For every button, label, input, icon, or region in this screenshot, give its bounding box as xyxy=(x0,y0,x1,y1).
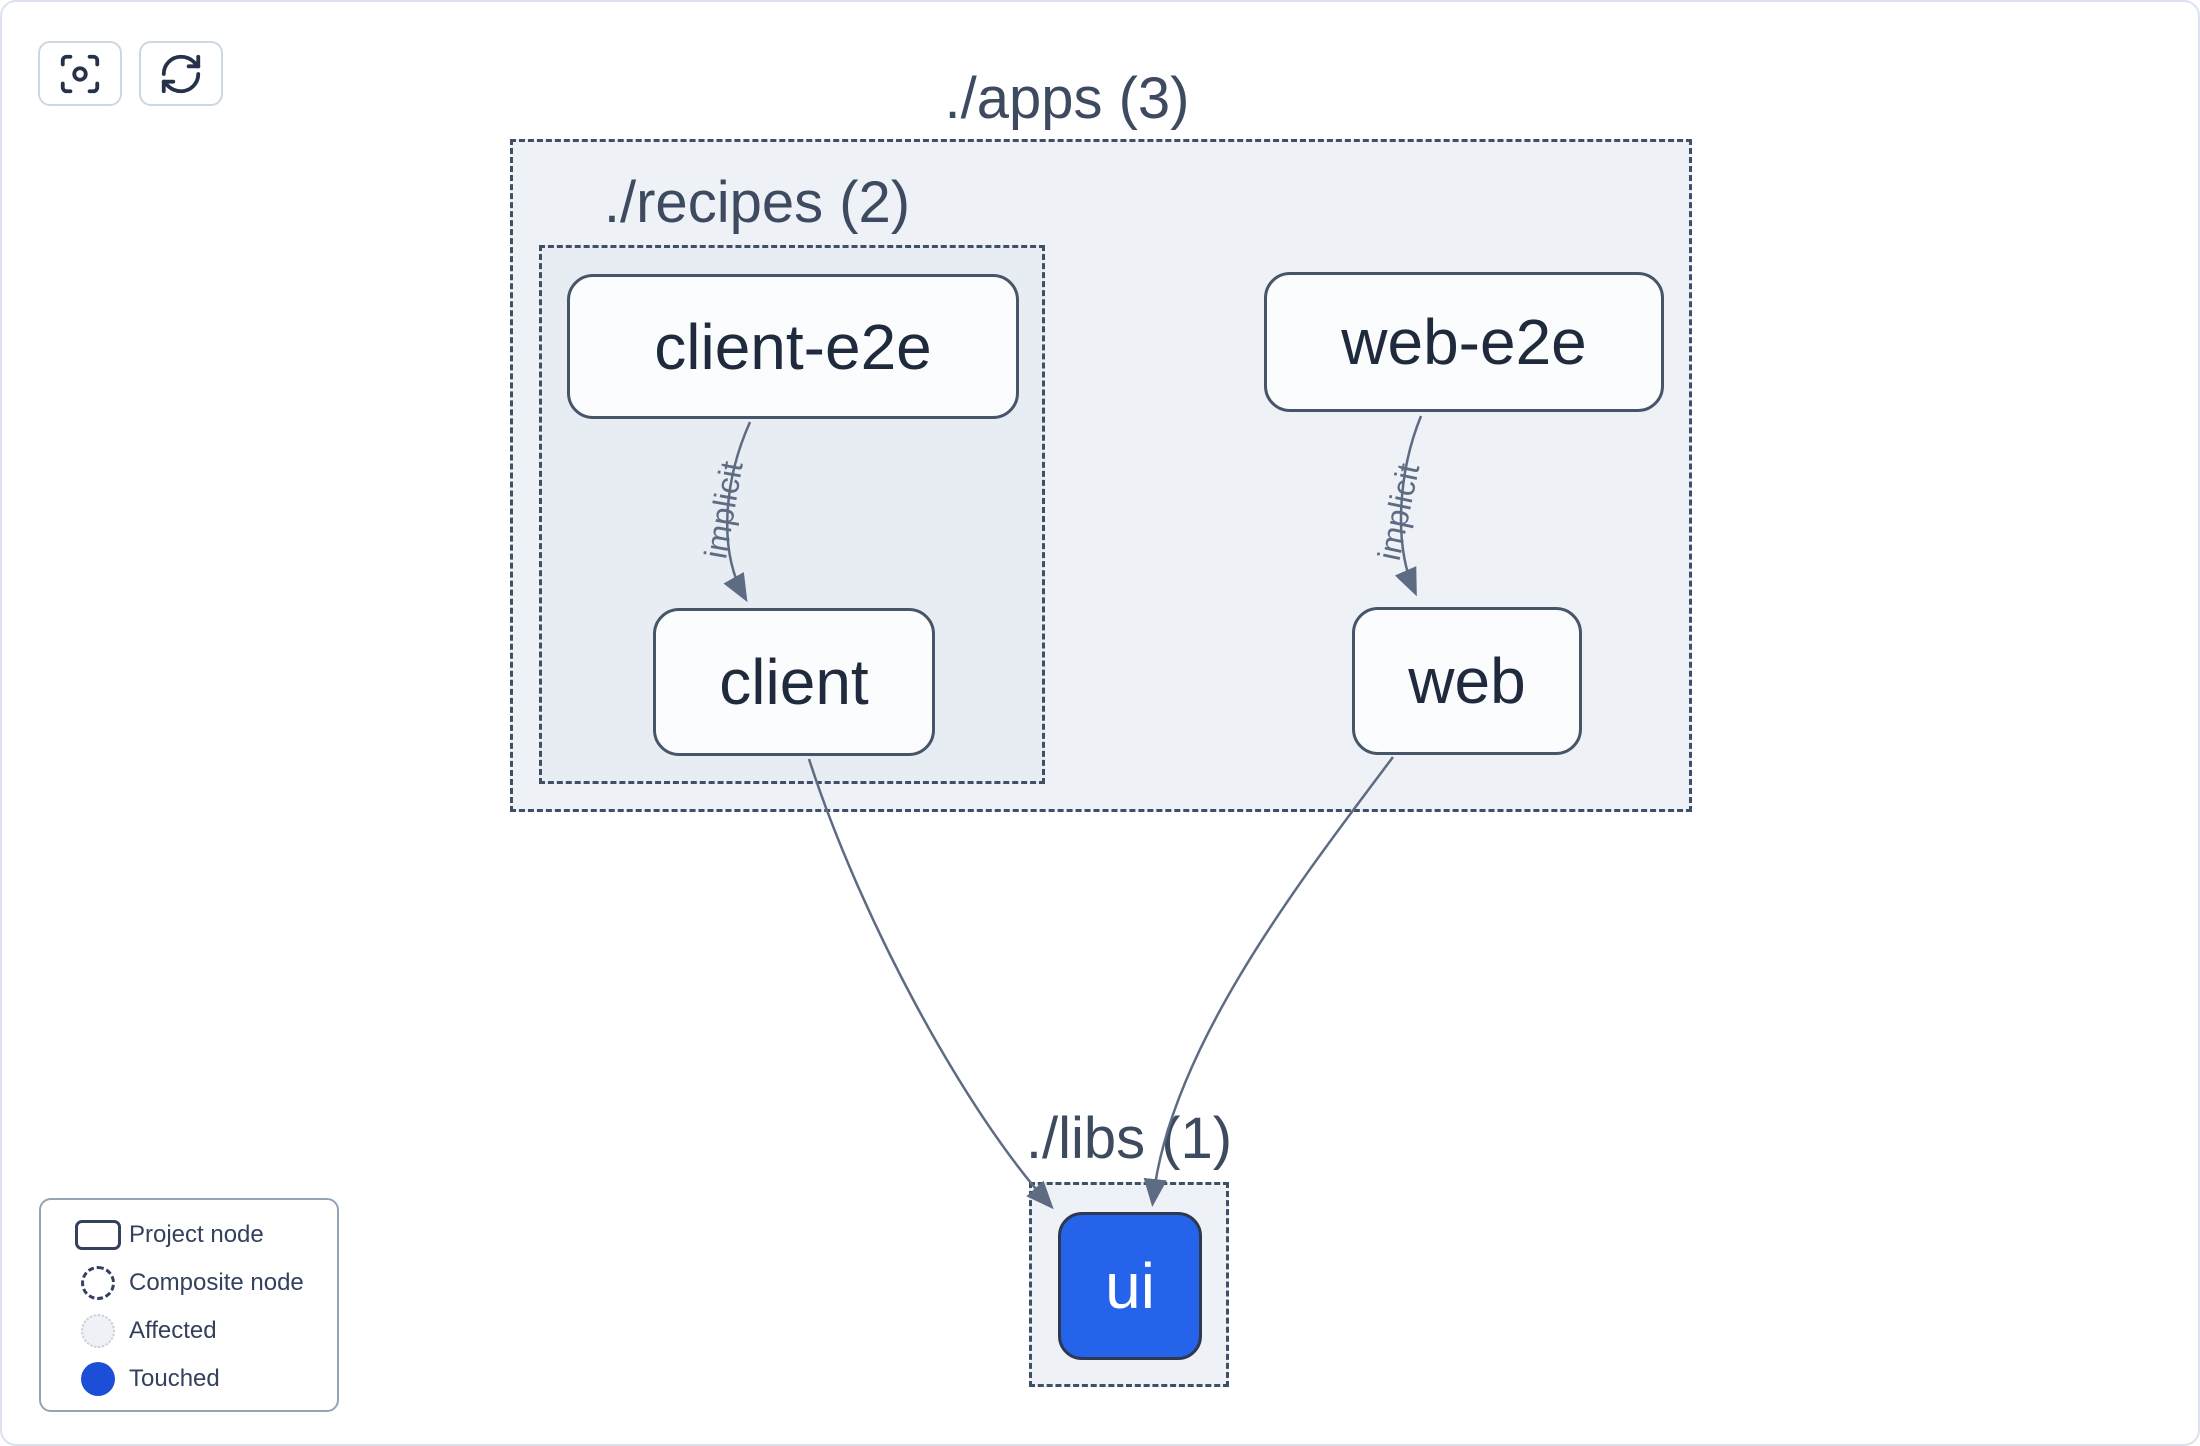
legend: Project node Composite node Affected Tou… xyxy=(39,1198,339,1412)
edge-web-e2e-to-web[interactable] xyxy=(1394,415,1423,597)
node-client[interactable]: client xyxy=(653,608,935,756)
legend-item-project-node: Project node xyxy=(41,1211,337,1259)
composite-recipes-title[interactable]: ./recipes (2) xyxy=(603,170,911,235)
node-ui[interactable]: ui xyxy=(1058,1212,1202,1360)
project-node-swatch xyxy=(75,1220,121,1250)
composite-apps-title[interactable]: ./apps (3) xyxy=(944,66,1190,131)
node-web[interactable]: web xyxy=(1352,607,1582,755)
refresh-button[interactable] xyxy=(139,41,223,106)
node-client-label: client xyxy=(719,646,869,718)
refresh-icon xyxy=(161,54,201,93)
affected-swatch xyxy=(81,1314,115,1348)
legend-item-composite-node: Composite node xyxy=(41,1259,337,1307)
touched-swatch xyxy=(81,1362,115,1396)
node-web-e2e-label: web-e2e xyxy=(1341,306,1587,378)
edge-web-to-ui[interactable] xyxy=(1143,756,1394,1207)
center-graph-button[interactable] xyxy=(38,41,122,106)
legend-item-affected: Affected xyxy=(41,1307,337,1355)
node-ui-label: ui xyxy=(1105,1250,1155,1322)
legend-label: Touched xyxy=(129,1365,220,1392)
legend-label: Project node xyxy=(129,1221,264,1248)
composite-libs-title[interactable]: ./libs (1) xyxy=(1025,1106,1233,1171)
legend-label: Affected xyxy=(129,1317,217,1344)
focus-icon xyxy=(60,54,100,93)
toolbar xyxy=(38,41,223,106)
edge-client-e2e-to-client[interactable] xyxy=(723,421,752,603)
composite-node-swatch xyxy=(81,1266,115,1300)
node-web-e2e[interactable]: web-e2e xyxy=(1264,272,1664,412)
legend-label: Composite node xyxy=(129,1269,304,1296)
node-client-e2e-label: client-e2e xyxy=(654,310,932,383)
edge-client-to-ui[interactable] xyxy=(807,758,1054,1210)
legend-item-touched: Touched xyxy=(41,1355,337,1403)
node-web-label: web xyxy=(1408,645,1526,717)
node-client-e2e[interactable]: client-e2e xyxy=(567,274,1019,419)
